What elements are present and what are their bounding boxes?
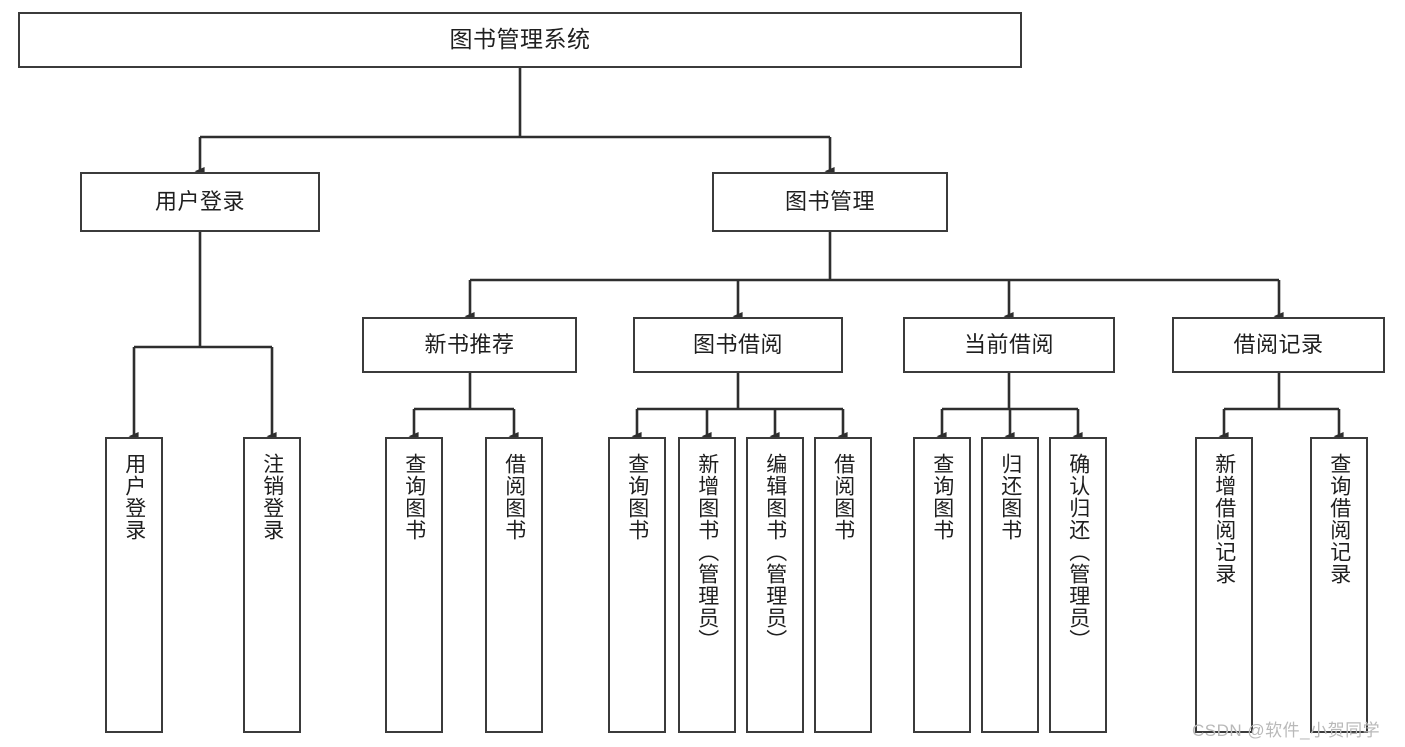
node-records[interactable]: 借阅记录 [1172,317,1385,373]
node-label: 查询图书 [625,453,649,541]
node-leaf4[interactable]: 借阅图书 [485,437,543,733]
node-label: 借阅图书 [502,453,526,541]
node-label: 图书管理 [784,189,875,215]
node-leaf10[interactable]: 归还图书 [981,437,1039,733]
node-leaf5[interactable]: 查询图书 [608,437,666,733]
node-login[interactable]: 用户登录 [80,172,320,232]
node-label: 确认归还（管理员） [1066,453,1090,651]
node-label: 查询图书 [930,453,954,541]
node-label: 归还图书 [998,453,1022,541]
node-leaf1[interactable]: 用户登录 [105,437,163,733]
csdn-watermark: CSDN @软件_小贺同学 [1192,721,1381,740]
node-newbook[interactable]: 新书推荐 [362,317,577,373]
node-current[interactable]: 当前借阅 [903,317,1115,373]
node-label: 新增借阅记录 [1212,453,1236,585]
node-bookmgmt[interactable]: 图书管理 [712,172,948,232]
node-leaf13[interactable]: 查询借阅记录 [1310,437,1368,733]
node-label: 新书推荐 [424,332,515,358]
node-label: 新增图书（管理员） [695,453,719,651]
node-leaf3[interactable]: 查询图书 [385,437,443,733]
node-borrow[interactable]: 图书借阅 [633,317,843,373]
node-label: 查询图书 [402,453,426,541]
node-label: 用户登录 [154,189,245,215]
node-label: 查询借阅记录 [1327,453,1351,585]
node-leaf8[interactable]: 借阅图书 [814,437,872,733]
node-root[interactable]: 图书管理系统 [18,12,1022,68]
node-label: 借阅图书 [831,453,855,541]
node-label: 编辑图书（管理员） [763,453,787,651]
node-label: 用户登录 [122,453,146,541]
node-label: 注销登录 [260,453,284,541]
node-leaf9[interactable]: 查询图书 [913,437,971,733]
node-leaf6[interactable]: 新增图书（管理员） [678,437,736,733]
node-leaf11[interactable]: 确认归还（管理员） [1049,437,1107,733]
node-leaf12[interactable]: 新增借阅记录 [1195,437,1253,733]
node-label: 图书管理系统 [449,26,591,53]
node-label: 当前借阅 [963,332,1054,358]
node-label: 图书借阅 [692,332,783,358]
node-leaf7[interactable]: 编辑图书（管理员） [746,437,804,733]
node-label: 借阅记录 [1233,332,1324,358]
node-leaf2[interactable]: 注销登录 [243,437,301,733]
